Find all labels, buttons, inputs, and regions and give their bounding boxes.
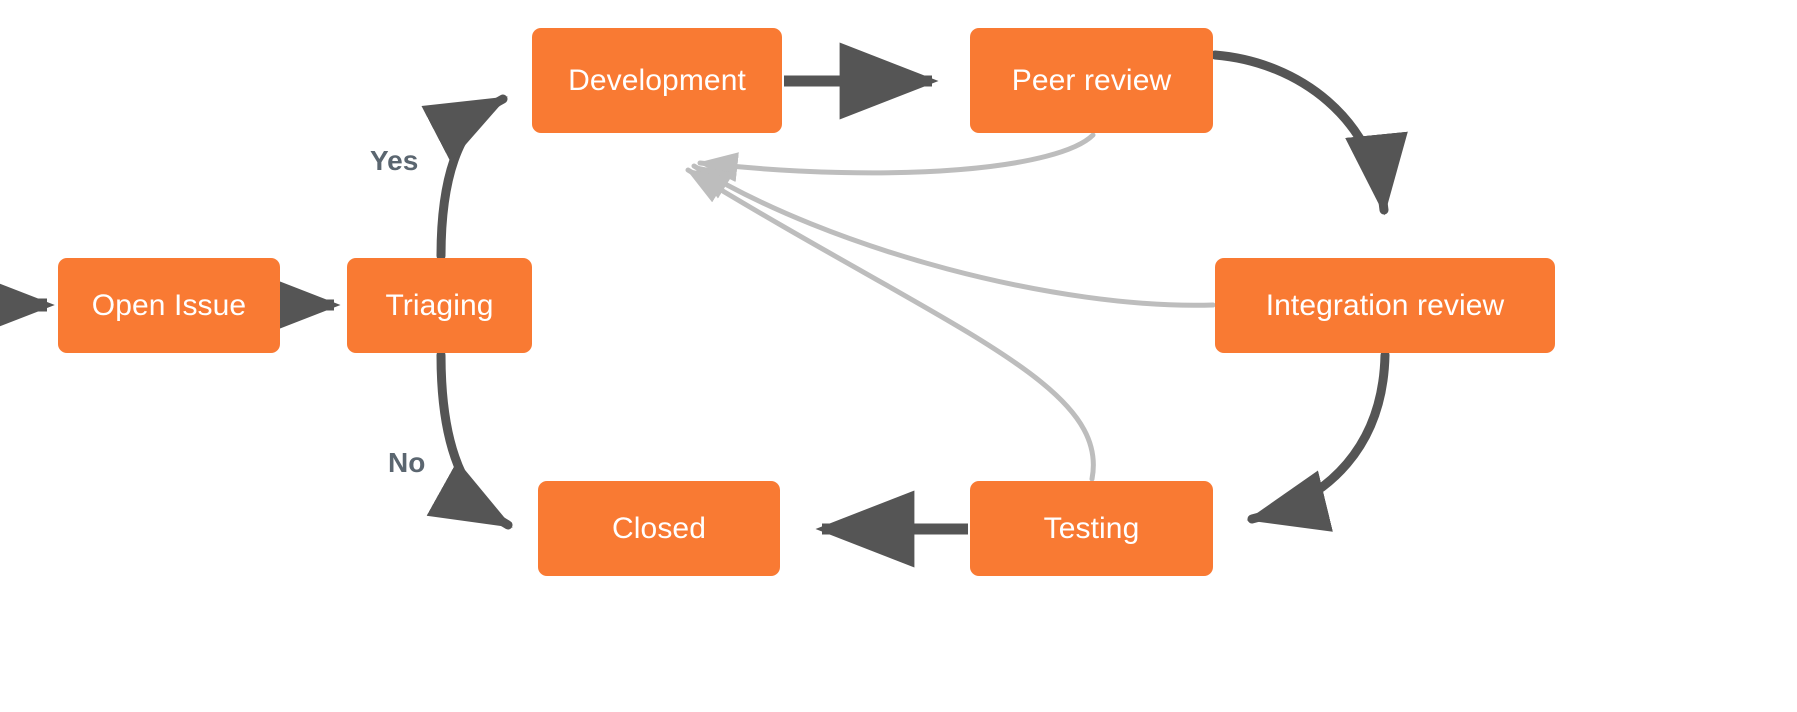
node-label-development: Development — [568, 63, 746, 97]
node-open-issue[interactable]: Open Issue — [58, 258, 280, 353]
node-label-testing: Testing — [1043, 511, 1140, 545]
edge-testing-to-development — [685, 167, 1096, 482]
edge-peer-review-to-integration-review — [1210, 50, 1408, 216]
node-label-closed: Closed — [612, 511, 706, 545]
edge-label-yes: Yes — [370, 145, 419, 176]
node-closed[interactable]: Closed — [538, 481, 780, 576]
node-testing[interactable]: Testing — [970, 481, 1213, 576]
node-label-peer-review: Peer review — [1011, 63, 1172, 97]
node-development[interactable]: Development — [532, 28, 782, 133]
node-triaging[interactable]: Triaging — [347, 258, 532, 353]
node-label-integration-review: Integration review — [1265, 288, 1505, 322]
edge-integration-review-to-development — [691, 163, 1216, 308]
edge-peer-review-to-development — [697, 132, 1096, 183]
edge-triaging-to-closed — [426, 350, 513, 530]
node-label-open-issue: Open Issue — [91, 288, 247, 322]
node-label-triaging: Triaging — [385, 288, 494, 322]
node-peer-review[interactable]: Peer review — [970, 28, 1213, 133]
edge-triaging-to-development — [421, 94, 508, 261]
edge-label-no: No — [388, 447, 426, 478]
node-integration-review[interactable]: Integration review — [1215, 258, 1555, 353]
edge-integration-review-to-testing — [1246, 350, 1390, 532]
